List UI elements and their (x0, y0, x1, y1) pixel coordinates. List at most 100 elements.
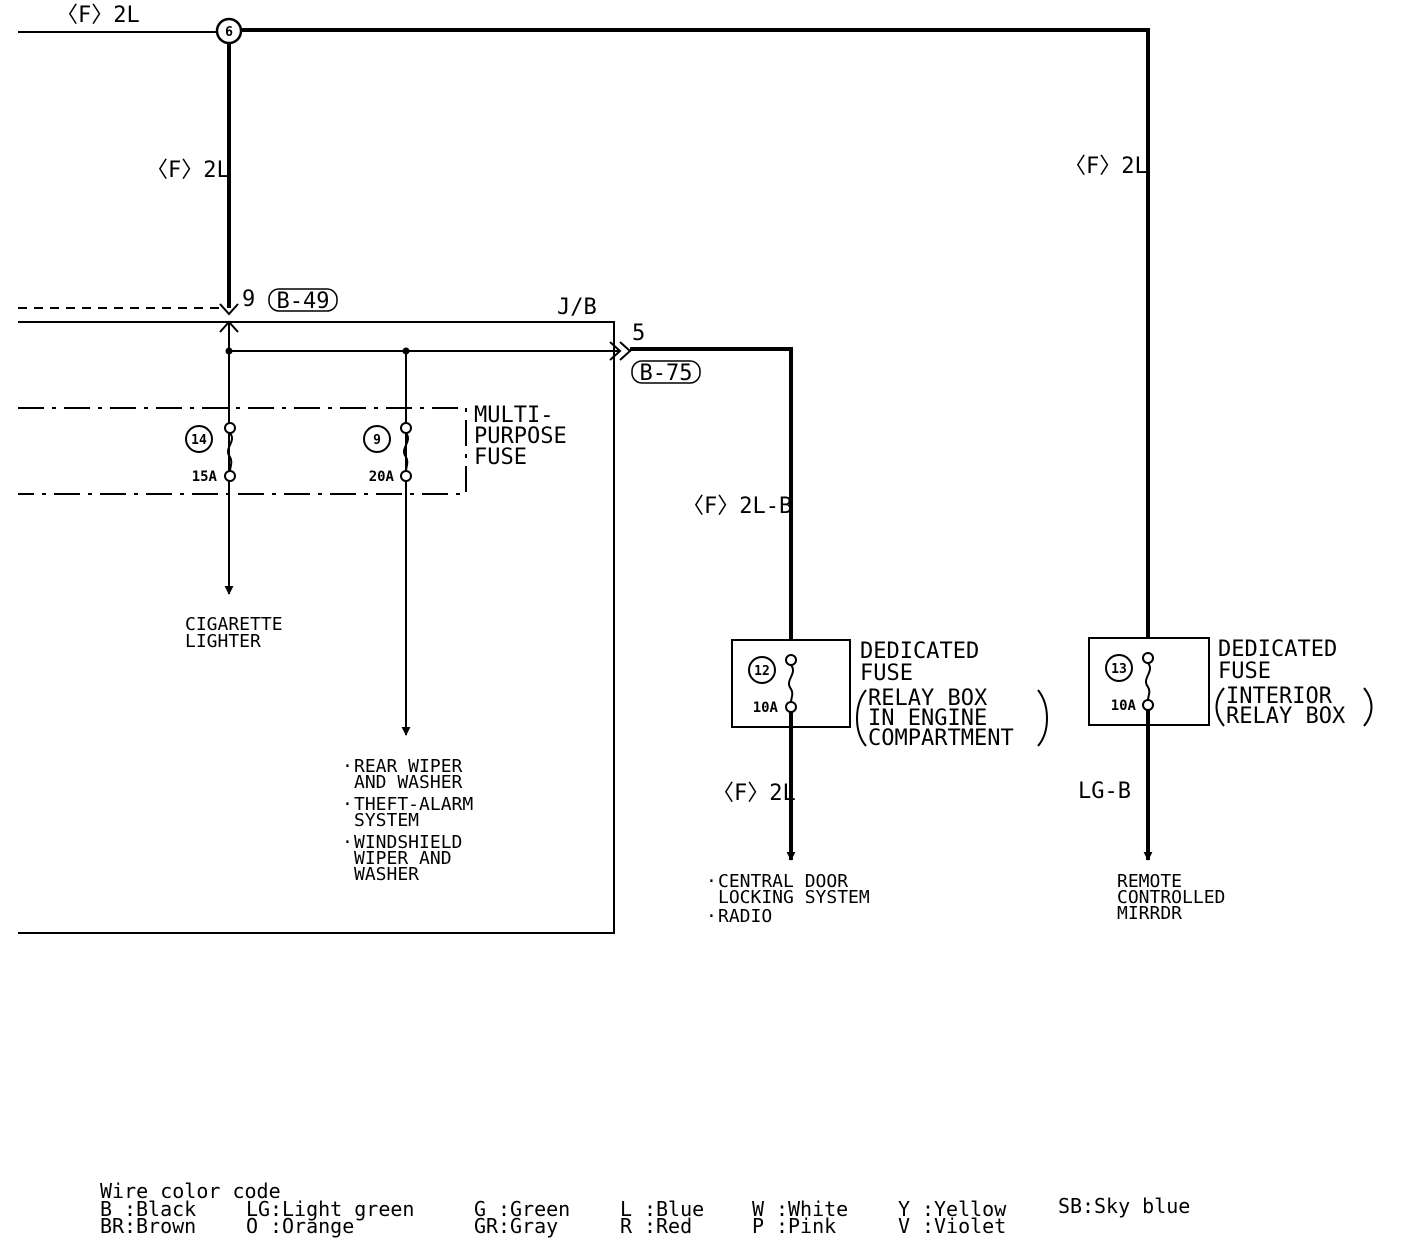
legend-color-name: Light green (282, 1197, 414, 1221)
legend-entry: V : Violet (898, 1214, 1006, 1238)
destination-line: LOCKING SYSTEM (718, 887, 870, 908)
dedicated-fuse-engine-location-line: COMPARTMENT (868, 726, 1014, 751)
legend-code: O (246, 1214, 258, 1238)
legend-color-name: Brown (136, 1214, 196, 1238)
paren-left (856, 689, 867, 747)
destination-line: WASHER (354, 864, 419, 885)
legend-entry: BR : Brown (100, 1214, 196, 1238)
legend-colon: : (776, 1197, 788, 1221)
legend-color-name: Gray (510, 1214, 558, 1238)
fuse-12: 12 10A (748, 654, 797, 716)
legend-color-name: Sky blue (1094, 1194, 1190, 1218)
destination-line: CIGARETTE (185, 614, 283, 635)
junction-block-outline (18, 321, 615, 934)
fuse-9-rating: 20A (369, 469, 395, 485)
dedicated-fuse-engine-location-line: RELAY BOX (868, 686, 988, 711)
legend-entry: L : Blue (620, 1197, 704, 1221)
fuse-14-rating: 15A (192, 469, 218, 485)
connector-b49-label: B-49 (277, 289, 330, 314)
destination-line: WINDSHIELD (354, 832, 462, 853)
dedicated-fuse-interior-title-line: FUSE (1218, 659, 1271, 684)
wire-label-fuse12-out: 〈F〉2L (712, 781, 796, 806)
legend-color-name: Orange (282, 1214, 354, 1238)
destination-line: CENTRAL DOOR (718, 871, 848, 892)
legend-entry: LG : Light green (246, 1197, 414, 1221)
fuse-14-number: 14 (191, 433, 207, 448)
legend-color-name: Blue (656, 1197, 704, 1221)
legend-code: Y (898, 1197, 910, 1221)
legend-code: W (752, 1197, 765, 1221)
legend-code: GR (474, 1214, 499, 1238)
legend-color-name: Pink (788, 1214, 836, 1238)
legend-color-name: Black (136, 1197, 196, 1221)
fuse-12-number: 12 (754, 664, 770, 679)
paren-right (1037, 689, 1048, 747)
legend-entry: P : Pink (752, 1214, 836, 1238)
dedicated-fuse-engine-location-line: IN ENGINE (868, 706, 987, 731)
legend-code: B (100, 1197, 112, 1221)
legend-colon: : (124, 1197, 136, 1221)
legend-colon: : (644, 1214, 656, 1238)
legend-colon: : (922, 1197, 934, 1221)
connector-b49-pin: 9 (242, 287, 255, 312)
multi-purpose-fuse-title-line: PURPOSE (474, 424, 567, 449)
dedicated-fuse-engine-title-line: DEDICATED (860, 639, 979, 664)
dedicated-fuse-interior-location-line: RELAY BOX (1226, 704, 1346, 729)
legend-colon: : (644, 1197, 656, 1221)
legend-colon: : (124, 1214, 136, 1238)
legend-entry: Y : Yellow (898, 1197, 1007, 1221)
destination-line: REMOTE (1117, 871, 1182, 892)
multi-purpose-fuse-title-line: MULTI- (474, 403, 553, 428)
destination-line: MIRRDR (1117, 903, 1182, 924)
destination-fuse9-list: · REAR WIPER AND WASHER · THEFT-ALARM SY… (342, 756, 473, 885)
destination-line: LIGHTER (185, 631, 261, 652)
multi-purpose-fuse-title-line: FUSE (474, 445, 527, 470)
fuse-13: 13 10A (1105, 652, 1154, 714)
bullet: · (342, 832, 353, 853)
legend-colon: : (776, 1214, 788, 1238)
bullet: · (706, 906, 717, 927)
legend-code: G (474, 1197, 486, 1221)
legend-colon: : (270, 1197, 282, 1221)
legend-entry: GR : Gray (474, 1214, 558, 1238)
multi-purpose-fuse-title: MULTI- PURPOSE FUSE (474, 403, 567, 470)
legend-colon: : (270, 1214, 282, 1238)
legend-code: P (752, 1214, 764, 1238)
connector-b75-pin: 5 (632, 321, 645, 346)
destination-fuse12-list: · CENTRAL DOOR LOCKING SYSTEM · RADIO (706, 871, 870, 927)
legend-code: R (620, 1214, 633, 1238)
legend-code: LG (246, 1197, 270, 1221)
bullet: · (342, 794, 353, 815)
legend-code: V (898, 1214, 910, 1238)
legend-colon: : (498, 1214, 510, 1238)
legend-entry: B : Black (100, 1197, 196, 1221)
legend-color-name: Red (656, 1214, 692, 1238)
legend-colon: : (922, 1214, 934, 1238)
paren-left (1215, 687, 1225, 727)
destination-remote-mirror: REMOTE CONTROLLED MIRRDR (1117, 871, 1225, 924)
legend-entry: W : White (752, 1197, 848, 1221)
fuse-13-rating: 10A (1111, 698, 1137, 714)
destination-line: THEFT-ALARM (354, 794, 473, 815)
bullet: · (342, 756, 353, 777)
legend-entry: R : Red (620, 1214, 692, 1238)
splice-node-6: 6 (215, 17, 243, 45)
legend-color-name: White (788, 1197, 848, 1221)
wire-label-top-left: 〈F〉2L (56, 3, 140, 28)
junction-block-label: J/B (557, 295, 597, 320)
destination-line: CONTROLLED (1117, 887, 1225, 908)
wire-label-right-vertical: 〈F〉2L (1064, 154, 1148, 179)
legend-color-name: Yellow (934, 1197, 1007, 1221)
bullet: · (706, 871, 717, 892)
legend-code: SB (1058, 1194, 1082, 1218)
paren-right (1363, 687, 1373, 727)
destination-line: AND WASHER (354, 772, 463, 793)
legend-color-name: Green (510, 1197, 570, 1221)
destination-line: SYSTEM (354, 810, 419, 831)
destination-line: REAR WIPER (354, 756, 463, 777)
connector-b75-label: B-75 (640, 361, 693, 386)
connector-b49-tag (268, 288, 338, 312)
legend-entry: SB : Sky blue (1058, 1194, 1190, 1218)
fuse-9: 9 20A (363, 422, 412, 485)
